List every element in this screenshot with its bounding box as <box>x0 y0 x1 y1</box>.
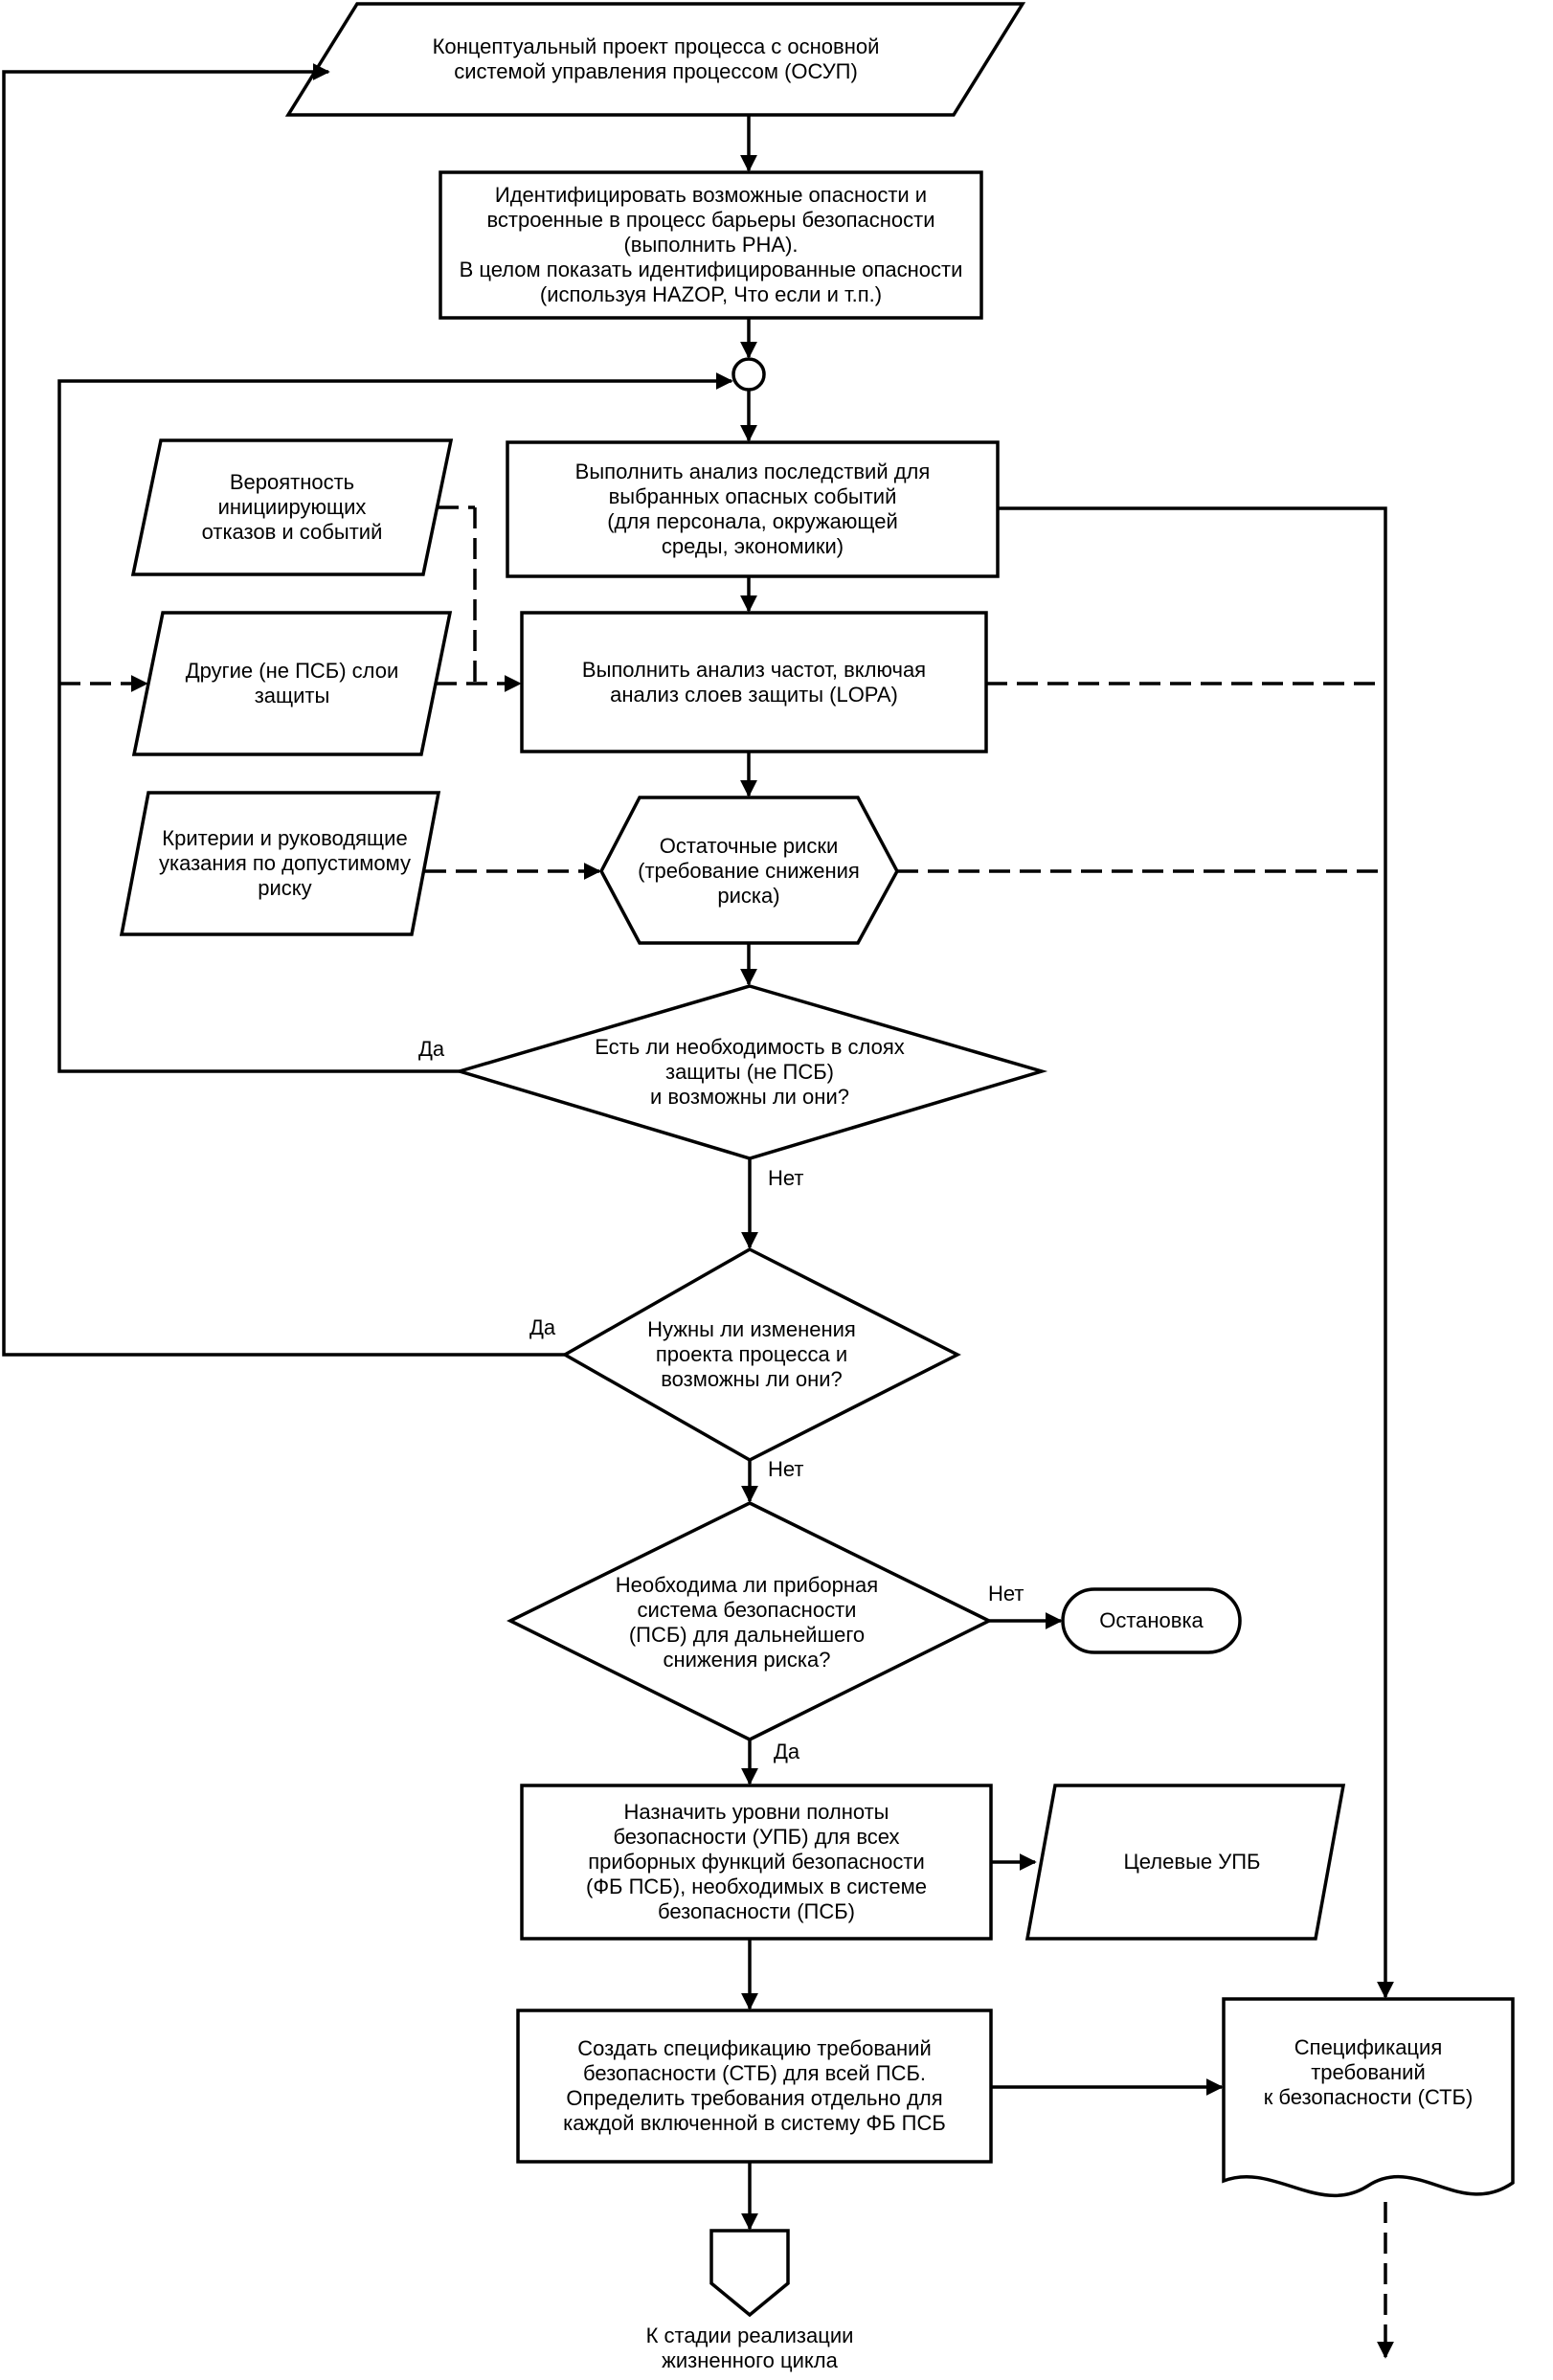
decision-design-text: Нужны ли изменения проекта процесса и во… <box>647 1317 856 1391</box>
criteria-parallelogram <box>119 791 441 936</box>
target-sil-parallelogram <box>1024 1784 1346 1941</box>
create-srs-text: Создать спецификацию требований безопасн… <box>563 2036 946 2135</box>
conceptual-text: Концептуальный проект процесса с основно… <box>432 34 880 83</box>
probability-parallelogram <box>130 438 454 576</box>
identify-text: Идентифицировать возможные опасности и в… <box>459 183 963 306</box>
residual-hexagon <box>599 796 899 945</box>
assign-sil-text: Назначить уровни полноты безопасности (У… <box>586 1800 927 1923</box>
stop-text: Остановка <box>1099 1608 1204 1632</box>
yes-label-layers: Да <box>418 1037 445 1061</box>
merge-connector <box>731 357 766 392</box>
srs-document <box>1222 1997 1515 2198</box>
other-layers-parallelogram <box>131 611 453 756</box>
yes-label-design: Да <box>529 1315 556 1339</box>
conceptual-parallelogram <box>284 2 1026 117</box>
consequences-to-srs-doc-arrow <box>998 506 1394 1999</box>
no-label-sis: Нет <box>988 1582 1024 1605</box>
identify-box <box>439 170 983 320</box>
consequences-text: Выполнить анализ последствий для выбранн… <box>574 460 931 558</box>
other-layers-text: Другие (не ПСБ) слои защиты <box>185 659 399 707</box>
target-sil-text: Целевые УПБ <box>1123 1850 1261 1874</box>
frequency-text: Выполнить анализ частот, включая анализ … <box>581 657 927 707</box>
stop-terminator <box>1061 1587 1242 1654</box>
no-label-design: Нет <box>768 1457 804 1481</box>
offpage-text: К стадии реализации жизненного цикла <box>645 2324 854 2372</box>
no-label-layers: Нет <box>768 1166 804 1190</box>
assign-sil-box <box>520 1784 993 1941</box>
probability-text: Вероятность инициирующих отказов и событ… <box>201 470 383 544</box>
layers-yes-loop-arrow <box>57 372 733 1073</box>
yes-label-sis: Да <box>774 1740 800 1763</box>
offpage-connector <box>709 2229 790 2318</box>
decision-layers-text: Есть ли необходимость в слоях защиты (не… <box>595 1035 905 1109</box>
design-yes-loop-arrow <box>2 63 565 1357</box>
criteria-text: Критерии и руководящие указания по допус… <box>159 826 411 900</box>
create-srs-box <box>516 2009 993 2164</box>
residual-text: Остаточные риски (требование снижения ри… <box>638 834 860 908</box>
decision-sis-text: Необходима ли приборная система безопасн… <box>615 1573 879 1672</box>
srs-doc-text: Спецификация требований к безопасности (… <box>1263 2035 1474 2109</box>
